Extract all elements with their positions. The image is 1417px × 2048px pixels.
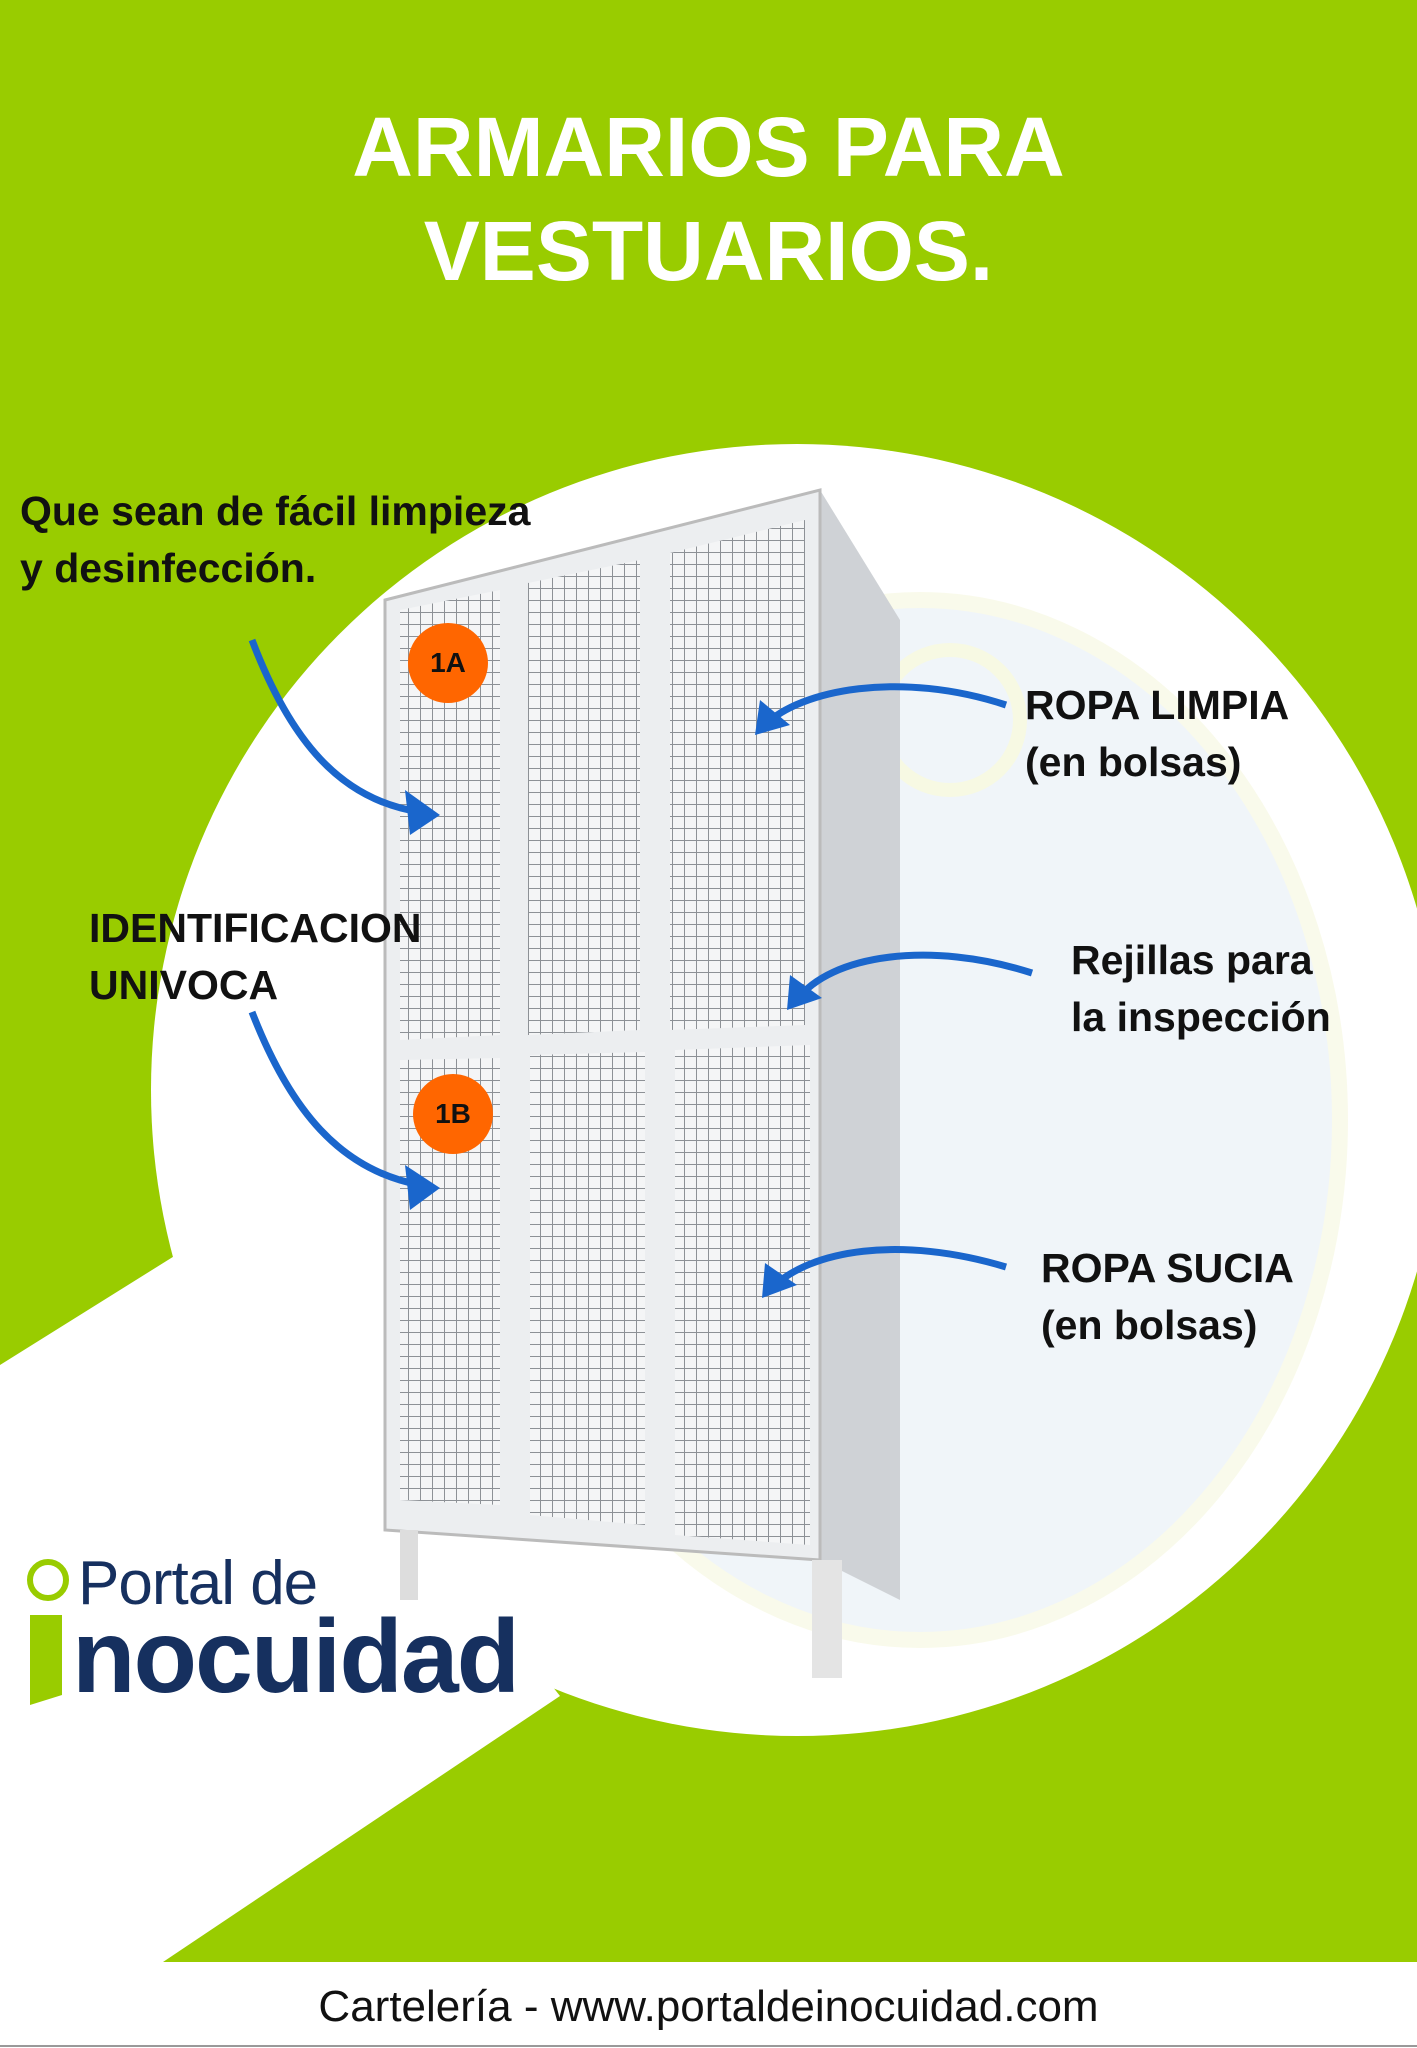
label-cleaning: Que sean de fácil limpieza y desinfecció…	[20, 483, 530, 597]
arrow-dirty-clothes	[769, 1246, 1008, 1291]
label-dirty-clothes: ROPA SUCIA (en bolsas)	[1041, 1240, 1294, 1354]
page-title: ARMARIOS PARA VESTUARIOS.	[0, 95, 1417, 303]
label-line: la inspección	[1071, 994, 1331, 1040]
label-identification: IDENTIFICACION UNIVOCA	[89, 900, 422, 1014]
label-line: IDENTIFICACION	[89, 905, 422, 951]
arrow-clean-clothes	[762, 683, 1008, 728]
label-line: (en bolsas)	[1025, 739, 1242, 785]
label-line: UNIVOCA	[89, 962, 279, 1008]
footer-credit: Cartelería - www.portaldeinocuidad.com	[318, 1982, 1099, 2031]
badge-1b: 1B	[413, 1074, 493, 1154]
logo-text-portal: Portal de	[78, 1549, 318, 1618]
arrow-grids	[794, 951, 1034, 1003]
label-clean-clothes: ROPA LIMPIA (en bolsas)	[1025, 677, 1289, 791]
label-line: Que sean de fácil limpieza	[20, 488, 531, 534]
label-line: ROPA LIMPIA	[1025, 682, 1290, 728]
arrowhead-icon	[762, 1263, 797, 1298]
arrows	[248, 638, 1034, 1291]
title-line-2: VESTUARIOS.	[423, 204, 994, 298]
arrowhead-icon	[405, 790, 440, 835]
label-line: (en bolsas)	[1041, 1302, 1258, 1348]
logo-text-inocuidad: nocuidad	[72, 1599, 520, 1715]
arrowhead-icon	[755, 700, 790, 735]
arrowhead-icon	[405, 1165, 440, 1210]
title-line-1: ARMARIOS PARA	[352, 100, 1065, 194]
badge-1a: 1A	[408, 623, 488, 703]
label-line: Rejillas para	[1071, 937, 1313, 983]
label-grids: Rejillas para la inspección	[1071, 932, 1331, 1046]
logo-icon	[27, 1559, 69, 1705]
arrowhead-icon	[787, 975, 822, 1010]
label-line: ROPA SUCIA	[1041, 1245, 1294, 1291]
arrow-identification	[248, 1010, 421, 1189]
arrow-cleaning	[248, 638, 421, 816]
locker-image	[383, 488, 900, 1678]
label-line: y desinfección.	[20, 545, 317, 591]
